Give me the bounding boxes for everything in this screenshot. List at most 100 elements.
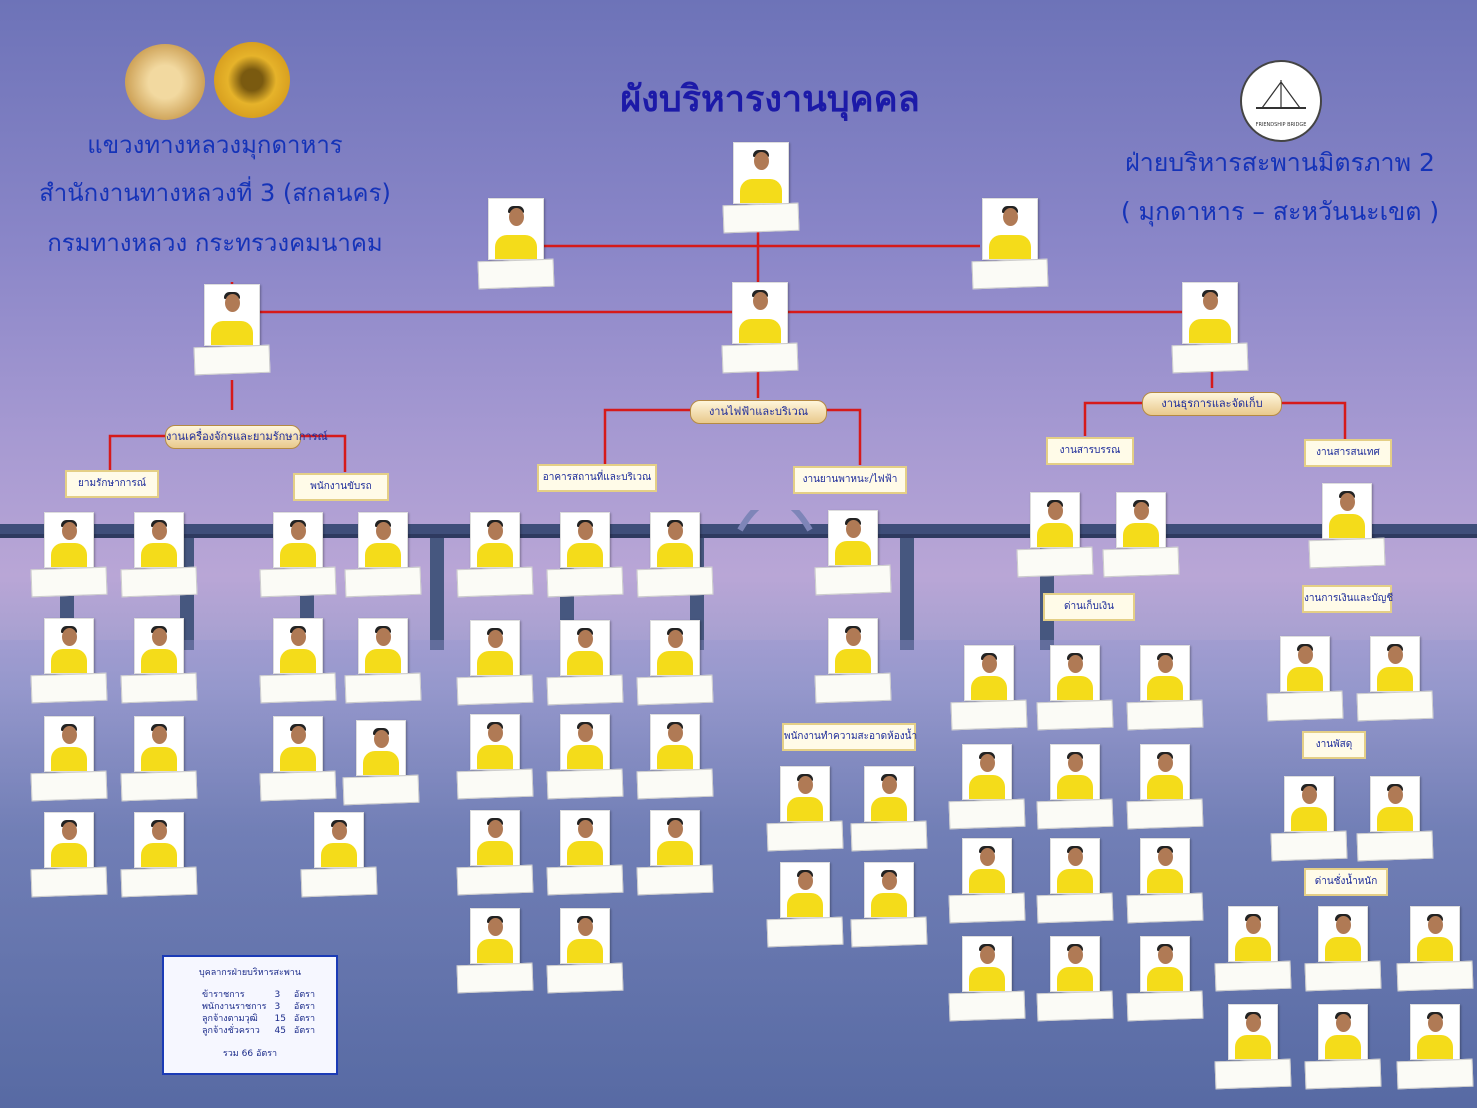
staff-caption-card (300, 866, 378, 898)
staff-caption-card (30, 672, 108, 704)
group-banner-electric: งานไฟฟ้าและบริเวณ (690, 400, 827, 424)
portrait-shirt (1235, 1035, 1271, 1059)
staff-caption-card (1126, 892, 1204, 924)
staff-caption-card (1036, 699, 1114, 731)
staff-photo (1410, 906, 1460, 962)
summary-label: ข้าราชการ (202, 990, 245, 1000)
portrait-shirt (567, 651, 603, 675)
portrait-shirt (969, 967, 1005, 991)
summary-title: บุคลากรฝ่ายบริหารสะพาน (198, 968, 302, 978)
staff-photo (1050, 838, 1100, 894)
portrait-face (797, 776, 813, 794)
portrait-shirt (1377, 807, 1413, 831)
section-label-guard: ยามรักษาการณ์ (65, 470, 159, 498)
staff-photo (470, 908, 520, 964)
summary-count: 15 (274, 1014, 286, 1024)
portrait-shirt (739, 319, 781, 343)
staff-caption-card (1036, 798, 1114, 830)
portrait-shirt (141, 747, 177, 771)
staff-photo (560, 810, 610, 866)
portrait-face (1335, 916, 1351, 934)
staff-photo (470, 714, 520, 770)
portrait-shirt (1377, 667, 1413, 691)
staff-caption-card (950, 699, 1028, 731)
staff-caption-card (259, 672, 337, 704)
staff-caption-card (30, 566, 108, 598)
staff-caption-card (1126, 990, 1204, 1022)
staff-caption-card (722, 202, 800, 234)
portrait-face (981, 655, 997, 673)
portrait-face (151, 726, 167, 744)
section-label-toll: ด่านเก็บเงิน (1043, 593, 1135, 621)
portrait-face (1335, 1014, 1351, 1032)
summary-count: 45 (274, 1026, 286, 1036)
summary-total-count: 66 (241, 1049, 254, 1059)
group-banner-business: งานธุรการและจัดเก็บ (1142, 392, 1282, 416)
staff-caption-card (636, 674, 714, 706)
summary-unit: อัตรา (293, 990, 316, 1000)
portrait-face (61, 726, 77, 744)
portrait-shirt (740, 179, 782, 203)
staff-photo (732, 282, 788, 344)
section-label-clerical: งานสารบรรณ (1046, 437, 1134, 465)
staff-photo (1322, 483, 1372, 539)
portrait-shirt (1147, 676, 1183, 700)
portrait-face (1245, 1014, 1261, 1032)
staff-caption-card (1126, 798, 1204, 830)
portrait-shirt (567, 939, 603, 963)
portrait-shirt (1291, 807, 1327, 831)
staff-caption-card (193, 344, 271, 376)
staff-photo (650, 512, 700, 568)
portrait-shirt (363, 751, 399, 775)
section-label-infotech: งานสารสนเทศ (1304, 439, 1392, 467)
portrait-shirt (969, 869, 1005, 893)
portrait-face (1427, 1014, 1443, 1032)
staff-caption-card (636, 768, 714, 800)
portrait-face (979, 946, 995, 964)
staff-caption-card (120, 566, 198, 598)
staff-caption-card (546, 768, 624, 800)
staff-photo (650, 714, 700, 770)
section-label-cleaning: พนักงานทำความสะอาดห้องน้ำ (782, 723, 917, 751)
staff-photo (560, 620, 610, 676)
staff-caption-card (766, 916, 844, 948)
portrait-face (151, 522, 167, 540)
portrait-shirt (657, 745, 693, 769)
portrait-face (1157, 848, 1173, 866)
staff-caption-card (1126, 699, 1204, 731)
staff-photo (650, 620, 700, 676)
staff-photo (1140, 645, 1190, 701)
summary-row: ข้าราชการ 3 อัตรา (198, 989, 319, 1001)
portrait-face (290, 522, 306, 540)
district-name: แขวงทางหลวงมุกดาหาร (87, 131, 343, 159)
staff-caption-card (1036, 892, 1114, 924)
section-label-driver: พนักงานขับรถ (293, 473, 389, 501)
staff-caption-card (546, 962, 624, 994)
portrait-face (151, 822, 167, 840)
portrait-face (224, 294, 240, 312)
staff-caption-card (1270, 830, 1348, 862)
summary-unit: อัตรา (293, 1026, 316, 1036)
staff-photo (1284, 776, 1334, 832)
portrait-face (1047, 502, 1063, 520)
office-name: สำนักงานทางหลวงที่ 3 (สกลนคร) (39, 179, 391, 207)
page-title: ผังบริหารงานบุคคล (620, 79, 920, 120)
portrait-shirt (969, 775, 1005, 799)
staff-caption-card (948, 990, 1026, 1022)
portrait-face (667, 724, 683, 742)
portrait-face (487, 918, 503, 936)
staff-photo (1228, 1004, 1278, 1060)
portrait-face (487, 522, 503, 540)
portrait-face (979, 754, 995, 772)
portrait-shirt (1057, 869, 1093, 893)
summary-unit: อัตรา (293, 1014, 316, 1024)
portrait-shirt (1189, 319, 1231, 343)
staff-caption-card (546, 864, 624, 896)
friendship-bridge-logo-icon: FRIENDSHIP BRIDGE (1240, 60, 1322, 142)
portrait-face (1387, 786, 1403, 804)
portrait-shirt (477, 745, 513, 769)
summary-count: 3 (274, 990, 281, 1000)
staff-caption-card (814, 564, 892, 596)
summary-count: 3 (274, 1002, 281, 1012)
